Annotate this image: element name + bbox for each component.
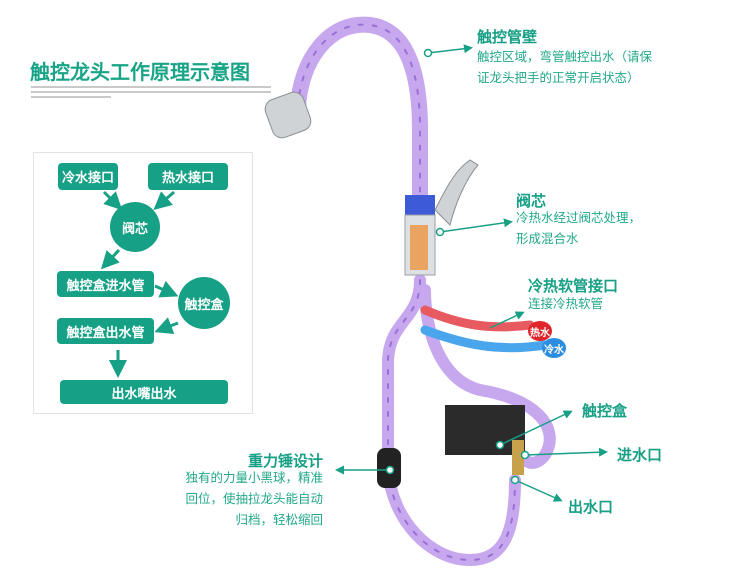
subtitle-decoration — [31, 96, 111, 98]
pull-out-hose — [382, 274, 521, 567]
flow-arrows — [297, 23, 421, 201]
callout-valve-title: 阀芯 — [516, 192, 547, 210]
callout-valve-desc: 冷热水经过阀芯处理， 形成混合水 — [516, 207, 641, 249]
flow-box-inlet-pipe: 触控盒进水管 — [57, 271, 154, 297]
desc-line: 独有的力量小黑球，精准 — [185, 470, 323, 485]
hot-water-tag: 热水 — [528, 321, 552, 341]
flow-cold-inlet: 冷水接口 — [58, 163, 118, 190]
flow-spout-output: 出水嘴出水 — [60, 380, 228, 404]
callout-outlet-title: 出水口 — [568, 498, 614, 516]
valve-top — [405, 195, 435, 215]
callout-weight-title: 重力锤设计 — [247, 452, 323, 470]
desc-line: 触控区域，弯管触控出水（请保 — [477, 49, 653, 64]
callout-touch-wall-title: 触控管壁 — [477, 28, 538, 46]
callout-box-title: 触控盒 — [582, 402, 628, 420]
cold-water-tag: 冷水 — [542, 338, 566, 358]
arrow — [100, 248, 121, 270]
flow-hot-inlet: 热水接口 — [148, 163, 228, 190]
desc-line: 归档，轻松缩回 — [235, 512, 323, 527]
spray-head — [264, 91, 312, 139]
subtitle-decoration — [31, 86, 271, 88]
touch-box — [445, 405, 525, 455]
flow-valve-core: 阀芯 — [110, 202, 160, 252]
arrow — [154, 317, 179, 335]
flow-touch-box: 触控盒 — [178, 277, 230, 329]
callout-inlet-title: 进水口 — [617, 446, 663, 464]
callout-touch-wall-desc: 触控区域，弯管触控出水（请保 证龙头把手的正常开启状态） — [477, 46, 652, 88]
faucet-handle — [434, 159, 479, 226]
hot-hose — [420, 305, 535, 332]
flow-box-outlet-pipe: 触控盒出水管 — [57, 318, 154, 344]
desc-line: 证龙头把手的正常开启状态） — [477, 70, 640, 85]
outlet-fitting — [512, 440, 524, 475]
arrow — [153, 190, 175, 210]
cold-hose — [420, 325, 550, 353]
diagram-title: 触控龙头工作原理示意图 — [30, 60, 250, 84]
arrow — [154, 280, 179, 298]
desc-line: 形成混合水 — [516, 231, 579, 246]
callout-hose-title: 冷热软管接口 — [528, 277, 619, 295]
subtitle-decoration — [31, 91, 271, 93]
desc-line: 回位，使抽拉龙头能自动 — [185, 491, 323, 506]
desc-line: 冷热水经过阀芯处理， — [516, 210, 642, 225]
callout-hose-desc: 连接冷热软管 — [528, 296, 604, 311]
callout-weight-desc: 独有的力量小黑球，精准 回位，使抽拉龙头能自动 归档，轻松缩回 — [185, 467, 323, 530]
box-inlet-hose — [419, 284, 556, 469]
arrow — [102, 190, 123, 211]
